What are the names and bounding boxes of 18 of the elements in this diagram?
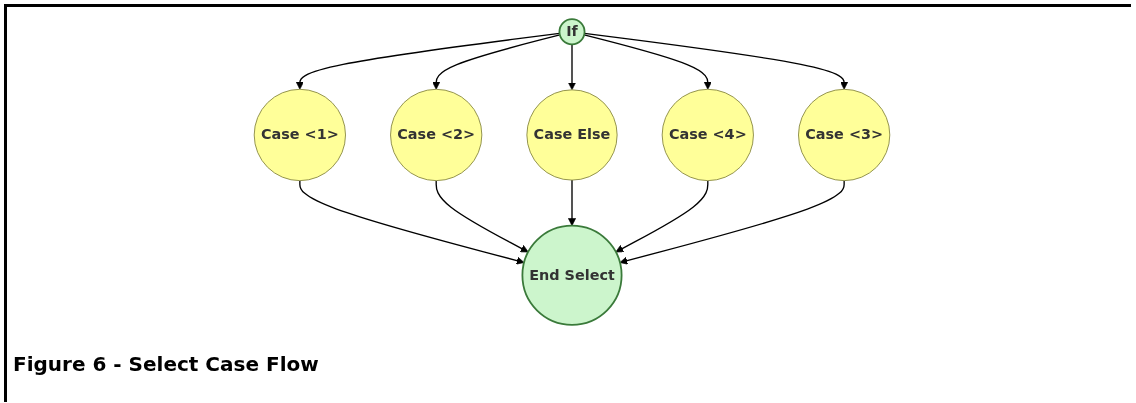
arrow <box>619 179 845 265</box>
arrow <box>583 32 849 90</box>
figure-caption: Figure 6 - Select Case Flow <box>13 352 319 376</box>
arrow <box>432 34 561 90</box>
node-circle: Case <3> <box>798 88 891 182</box>
arrow <box>435 179 529 253</box>
arrow <box>295 32 561 90</box>
arrow <box>615 179 709 253</box>
arrow <box>568 43 576 91</box>
node-circle: If <box>558 18 586 46</box>
node-circle: Case <1> <box>253 88 346 182</box>
arrow <box>583 34 712 90</box>
node-circle: Case Else <box>526 89 618 181</box>
arrow <box>568 179 576 226</box>
node-circle: Case <2> <box>390 88 483 182</box>
node-circle: Case <4> <box>661 88 754 182</box>
node-circle: End Select <box>521 224 623 326</box>
arrow <box>299 179 525 265</box>
